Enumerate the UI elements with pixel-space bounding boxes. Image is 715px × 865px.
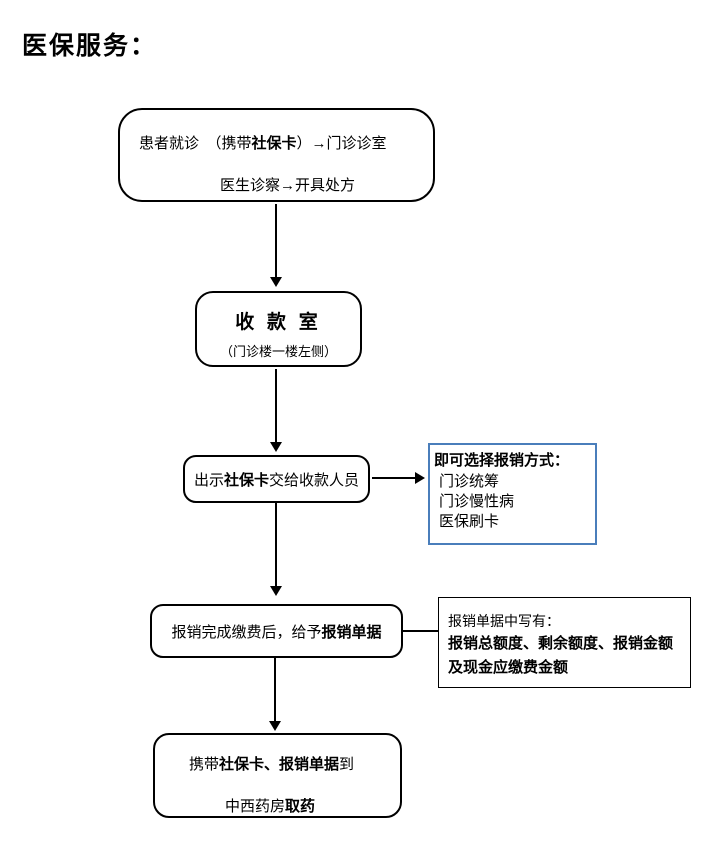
arrow-down-2-head [270, 442, 282, 452]
pharmacy-line1: 携带社保卡、报销单据到 [189, 753, 354, 774]
arrow-right-line [372, 477, 416, 479]
reimburse-option-item: 门诊统筹 [439, 473, 500, 490]
receipt-detail-bold-line1: 报销总额度、剩余额度、报销金额 [448, 635, 674, 652]
arrow-down-3-head [270, 586, 282, 596]
flow-step-receipt-issued: 报销完成缴费后，给予报销单据 [150, 604, 403, 658]
flow-step-show-card: 出示社保卡交给收款人员 [183, 455, 370, 503]
cashier-office-location: （门诊楼一楼左侧） [219, 344, 337, 359]
arrow-down-1-line [275, 204, 277, 278]
note-reimburse-options: 即可选择报销方式： 门诊统筹 门诊慢性病 医保刷卡 [428, 443, 597, 545]
reimburse-option-item: 医保刷卡 [439, 513, 500, 530]
arrow-down-2-line [275, 369, 277, 443]
pharmacy-line2-pre: 中西药房 [225, 798, 286, 815]
page-title: 医保服务： [22, 33, 158, 60]
pharmacy-line1-bold: 社保卡、报销单据 [219, 756, 340, 773]
show-card-pre: 出示 [193, 471, 224, 489]
patient-visit-line1-bold: 社保卡 [251, 135, 297, 152]
arrow-down-4-line [274, 658, 276, 722]
flow-step-patient-visit: 患者就诊 （携带社保卡）→门诊诊室 医生诊察→开具处方 [118, 108, 435, 202]
connector-line [403, 630, 438, 632]
arrow-right-head [415, 472, 425, 484]
note-receipt-detail: 报销单据中写有： 报销总额度、剩余额度、报销金额 及现金应缴费金额 [438, 597, 691, 688]
patient-visit-line1-pre: 患者就诊 （携带 [139, 135, 252, 152]
flow-step-cashier-office: 收 款 室 （门诊楼一楼左侧） [195, 291, 362, 367]
pharmacy-line2-bold: 取药 [285, 798, 316, 815]
receipt-bold: 报销单据 [321, 623, 382, 641]
show-card-post: 交给收款人员 [269, 471, 360, 489]
receipt-detail-intro: 报销单据中写有： [448, 613, 560, 629]
patient-visit-line2: 医生诊察→开具处方 [220, 177, 356, 194]
pharmacy-line1-post: 到 [339, 756, 355, 773]
pharmacy-line2: 中西药房取药 [225, 795, 315, 816]
flow-step-pharmacy-pickup: 携带社保卡、报销单据到 中西药房取药 [153, 733, 402, 818]
patient-visit-line1: 患者就诊 （携带社保卡）→门诊诊室 [139, 132, 387, 153]
reimburse-options-title: 即可选择报销方式： [434, 452, 570, 469]
patient-visit-line1-post: ）→门诊诊室 [296, 135, 387, 152]
arrow-down-3-line [275, 503, 277, 587]
pharmacy-line1-pre: 携带 [189, 756, 220, 773]
receipt-detail-bold-line2: 及现金应缴费金额 [448, 659, 569, 676]
show-card-bold: 社保卡 [223, 471, 269, 489]
arrow-down-4-head [269, 721, 281, 731]
reimburse-option-item: 门诊慢性病 [439, 493, 515, 510]
receipt-pre: 报销完成缴费后，给予 [171, 623, 322, 641]
cashier-office-name: 收 款 室 [235, 312, 322, 333]
arrow-down-1-head [270, 277, 282, 287]
